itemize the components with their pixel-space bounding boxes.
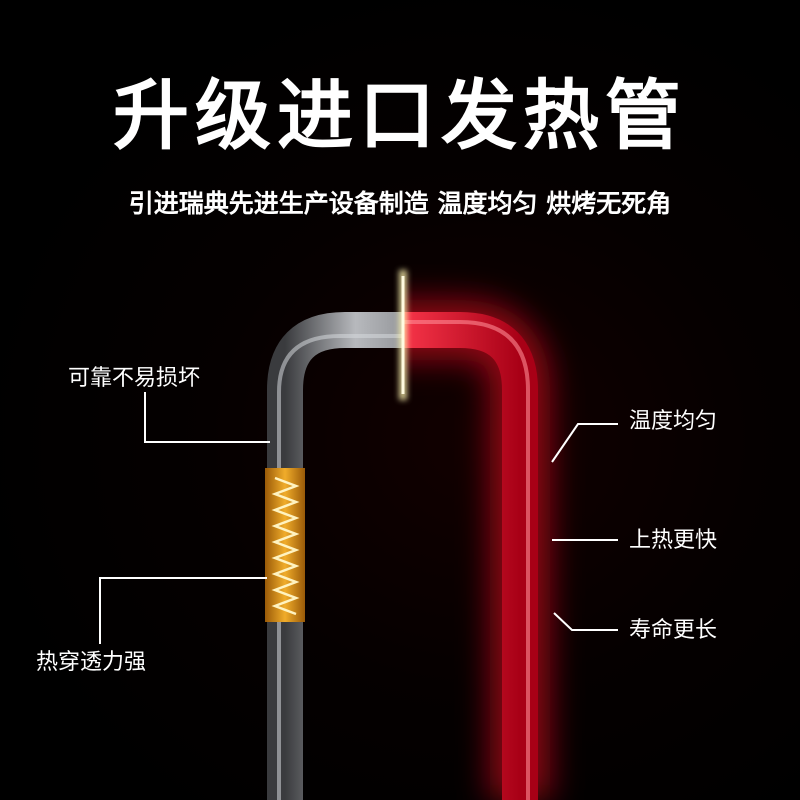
callout-fast: 上热更快 <box>629 528 718 553</box>
callout-reliable: 可靠不易损坏 <box>68 366 201 391</box>
callout-line-life <box>553 612 618 631</box>
page-title: 升级进口发热管 <box>113 71 687 160</box>
callout-line-uniform <box>551 423 618 463</box>
callout-line-reliable <box>144 392 270 443</box>
callout-uniform: 温度均匀 <box>629 409 718 434</box>
hot-glow <box>402 300 550 800</box>
callout-lines <box>99 392 618 644</box>
tube-metal-half <box>267 312 402 800</box>
page-subtitle: 引进瑞典先进生产设备制造 温度均匀 烘烤无死角 <box>128 189 672 218</box>
callout-penetrate: 热穿透力强 <box>36 650 147 675</box>
callout-line-penetrate <box>99 577 267 644</box>
divider-spark <box>399 270 407 400</box>
callout-life: 寿命更长 <box>629 618 718 643</box>
coil-spring-graphic <box>265 468 305 622</box>
